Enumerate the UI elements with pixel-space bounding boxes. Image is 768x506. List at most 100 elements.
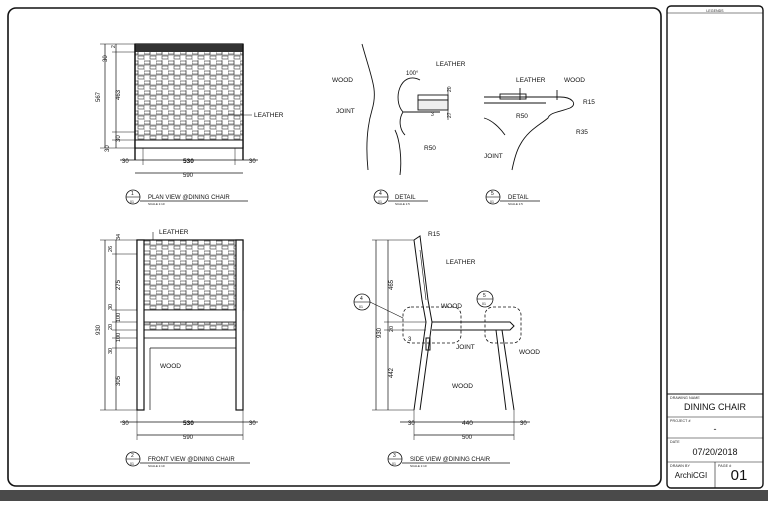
date-value: 07/20/2018 (692, 447, 738, 457)
front-dim-305: 305 (116, 375, 122, 386)
drawing-name-value: DINING CHAIR (683, 402, 746, 412)
front-tag-number: 2 (131, 453, 134, 459)
front-dim-100a: 100 (116, 313, 122, 322)
side-view-tag (387, 451, 510, 467)
title-block-frame (666, 5, 764, 489)
plan-dim-left-1: 463 (116, 89, 122, 100)
side-view-title: SIDE VIEW @DINING CHAIR (410, 457, 491, 463)
detail-5-tag (485, 189, 540, 205)
plan-dim-left-0: 30 (103, 55, 109, 62)
side-label-wood-upper: WOOD (441, 303, 462, 310)
detail4-tag-number: 4 (379, 191, 382, 197)
front-dim-275: 275 (116, 279, 122, 290)
plan-view-scale: SCALE 1:10 (148, 202, 165, 206)
side-dim-bottom-2: 30 (520, 421, 527, 427)
side-callout-4 (353, 293, 404, 319)
plan-dim-top-small: 2 (111, 45, 117, 48)
plan-dim-bottom-0: 30 (122, 159, 129, 165)
side-dim-20: 20 (389, 326, 395, 332)
side-dim-bottom-3: 500 (462, 435, 473, 441)
front-view-tag (125, 451, 250, 467)
front-view-scale: SCALE 1:10 (148, 464, 165, 468)
detail-4-drawing (361, 43, 449, 176)
front-dim-bottom-3: 590 (183, 435, 194, 441)
side-dim-3: 3 (408, 337, 412, 343)
side-dim-bottom-1: 440 (462, 420, 473, 427)
plan-tag-sheet: 01 (130, 200, 134, 204)
front-dim-20: 20 (108, 324, 114, 330)
side-callout-5 (476, 290, 494, 308)
viewer-bottom-bar (0, 490, 768, 501)
side-label-joint: JOINT (456, 344, 475, 351)
project-value: - (713, 424, 717, 434)
side-label-leather: LEATHER (446, 259, 476, 266)
detail5-label-r15: R15 (583, 99, 595, 106)
plan-dim-bottom-2: 30 (249, 159, 256, 165)
front-dim-100b: 100 (116, 333, 122, 342)
page-label: PAGE # (718, 464, 732, 468)
front-dim-bottom-1: 530 (183, 420, 194, 427)
side-dim-bottom-0: 30 (408, 421, 415, 427)
front-dim-bottom-0: 30 (122, 421, 129, 427)
detail4-label-wood: WOOD (332, 77, 353, 84)
front-dim-26: 26 (108, 246, 114, 252)
page-value: 01 (730, 467, 748, 484)
side-dim-442: 442 (389, 367, 395, 378)
plan-dim-bottom-3: 590 (183, 173, 194, 179)
detail5-label-r50: R50 (516, 113, 528, 120)
front-dim-30a: 30 (108, 304, 114, 310)
plan-view-title: PLAN VIEW @DINING CHAIR (148, 195, 230, 201)
side-callout-5-sheet: 01 (482, 302, 486, 306)
front-dim-bottom-2: 30 (249, 421, 256, 427)
front-dim-930: 930 (96, 324, 102, 335)
plan-dim-left-3: 30 (105, 145, 111, 152)
side-label-wood-right: WOOD (519, 349, 540, 356)
detail4-label-joint: JOINT (336, 108, 355, 115)
project-label: PROJECT # (670, 419, 691, 423)
detail5-tag-number: 5 (491, 191, 494, 197)
plan-label-leather: LEATHER (254, 112, 284, 119)
detail5-tag-sheet: 01 (490, 200, 494, 204)
legend-heading: LEGENDS (706, 9, 724, 13)
side-callout-5-number: 5 (483, 293, 486, 299)
detail5-label-r35: R35 (576, 129, 588, 136)
drawing-name-label: DRAWING NAME (670, 396, 700, 400)
detail4-tag-sheet: 01 (378, 200, 382, 204)
plan-view-tag (125, 189, 248, 205)
detail4-dim-27: 27 (447, 112, 453, 118)
detail4-dim-3: 3 (431, 112, 434, 118)
detail5-label-joint: JOINT (484, 153, 503, 160)
drawn-by-value: ArchiCGI (674, 471, 708, 480)
date-label: DATE (670, 440, 680, 444)
detail4-dim-20: 20 (447, 86, 453, 92)
side-view (372, 235, 530, 440)
drawn-by-label: DRAWN BY (670, 464, 691, 468)
detail4-label-r50: R50 (424, 145, 436, 152)
side-view-scale: SCALE 1:10 (410, 464, 427, 468)
front-dim-30b: 30 (108, 348, 114, 354)
drawing-frame (7, 7, 662, 487)
front-label-wood: WOOD (160, 363, 181, 370)
detail4-scale: SCALE 1:5 (395, 202, 410, 206)
front-view-title: FRONT VIEW @DINING CHAIR (148, 457, 235, 463)
side-callout-4-number: 4 (360, 296, 363, 302)
detail-5-drawing (483, 88, 574, 171)
detail-4-tag (373, 189, 428, 205)
side-label-wood-lower: WOOD (452, 383, 473, 390)
front-dim-34: 34 (116, 234, 122, 240)
detail5-title: DETAIL (508, 195, 529, 201)
detail4-label-leather: LEATHER (436, 61, 466, 68)
detail4-title: DETAIL (395, 195, 416, 201)
side-tag-number: 3 (393, 453, 396, 459)
detail5-label-wood: WOOD (564, 77, 585, 84)
side-dim-465: 465 (389, 279, 395, 290)
plan-tag-number: 1 (131, 191, 134, 197)
side-dim-930: 930 (377, 327, 383, 338)
front-tag-sheet: 01 (130, 462, 134, 466)
side-callout-4-sheet: 01 (359, 305, 363, 309)
plan-dim-bottom-1: 530 (183, 158, 194, 165)
side-tag-sheet: 01 (392, 462, 396, 466)
plan-view (100, 43, 258, 174)
